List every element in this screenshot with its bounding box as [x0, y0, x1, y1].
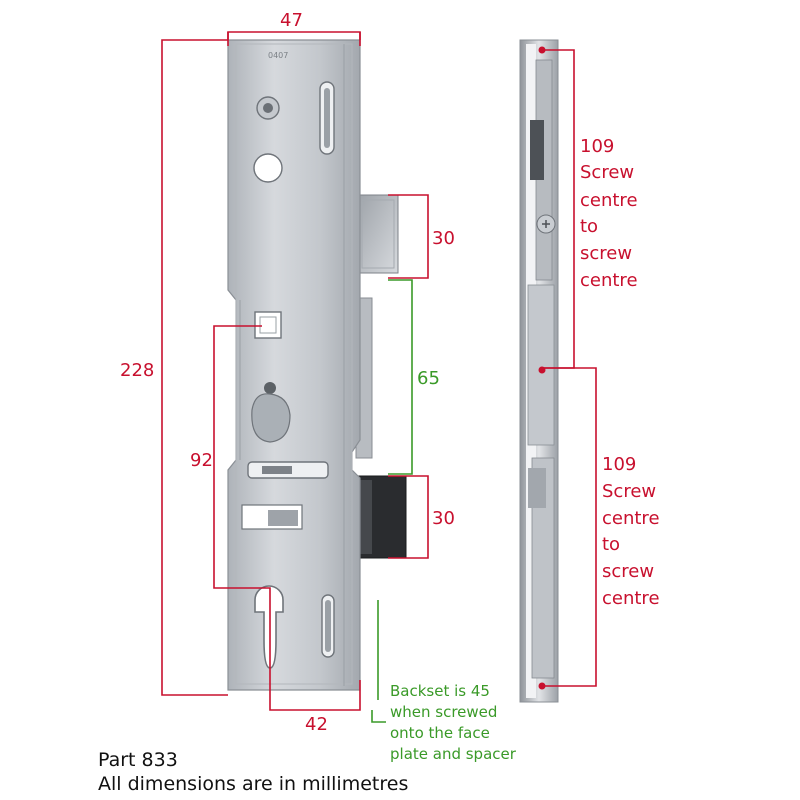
backset-note-line: onto the face — [390, 724, 490, 742]
side-label-lower-line: Screw — [602, 481, 656, 502]
side-label-upper-line: screw — [580, 243, 632, 264]
backset-note-line: plate and spacer — [390, 745, 517, 763]
dim-keep-top: 30 — [432, 228, 455, 249]
lock-case-front: 0407 — [227, 39, 407, 691]
dim-width-top: 47 — [280, 10, 303, 31]
backset-note-line: Backset is 45 — [390, 682, 490, 700]
green-dimension-lines — [371, 279, 413, 723]
face-plate-side-view — [519, 39, 559, 703]
lock-plate — [227, 39, 361, 691]
side-label-lower-line: screw — [602, 561, 654, 582]
caption-part: Part 833 — [98, 749, 178, 771]
side-label-upper-line: to — [580, 216, 598, 237]
stamp-text: 0407 — [268, 51, 288, 60]
dimension-lines — [161, 31, 597, 711]
dim-backset-bottom: 42 — [305, 714, 328, 735]
dim-follower-cylinder: 92 — [190, 450, 213, 471]
side-label-upper-line: centre — [580, 190, 638, 211]
side-label-upper: 109 Screw centre to screw centre — [580, 136, 638, 291]
side-label-lower-line: centre — [602, 508, 660, 529]
latch-keep-upper — [357, 194, 399, 274]
dim-spacing: 65 — [417, 368, 440, 389]
dim-height-left: 228 — [120, 360, 154, 381]
side-label-upper-line: centre — [580, 270, 638, 291]
euro-cylinder-hole — [254, 585, 284, 669]
side-label-lower-line: to — [602, 534, 620, 555]
lever-cam — [251, 393, 291, 443]
dim-keep-bottom: 30 — [432, 508, 455, 529]
caption-units: All dimensions are in millimetres — [98, 773, 409, 795]
side-label-lower-line: 109 — [602, 454, 636, 475]
side-label-lower-line: centre — [602, 588, 660, 609]
side-label-lower: 109 Screw centre to screw centre — [602, 454, 660, 609]
side-label-upper-line: 109 — [580, 136, 614, 157]
side-label-upper-line: Screw — [580, 162, 634, 183]
backset-note: Backset is 45 when screwed onto the face… — [390, 682, 517, 763]
backset-note-line: when screwed — [390, 703, 497, 721]
round-hole — [253, 153, 283, 183]
